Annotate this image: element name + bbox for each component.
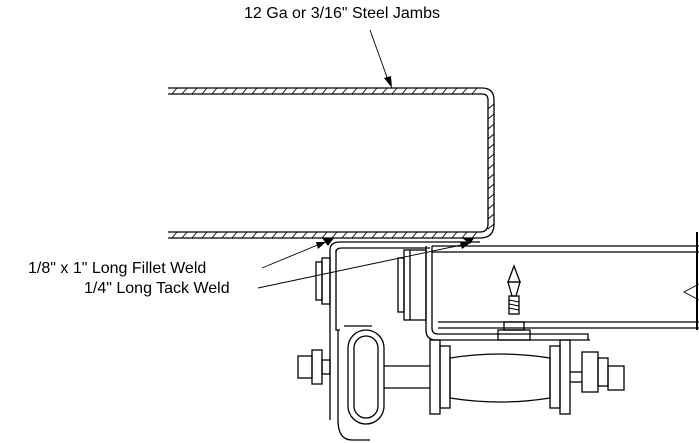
hatch-line <box>421 87 428 95</box>
hatch-line <box>487 113 495 120</box>
hatch-line <box>301 87 308 95</box>
hatch-line <box>451 87 458 95</box>
fillet-weld-mark <box>322 238 334 246</box>
hatch-line <box>321 231 328 239</box>
hatch-line <box>487 143 495 150</box>
steel-jamb <box>168 87 495 239</box>
hatch-line <box>441 87 448 95</box>
hatch-line <box>331 231 338 239</box>
jamb-label: 12 Ga or 3/16" Steel Jambs <box>244 5 441 22</box>
hatch-line <box>311 231 318 239</box>
hatch-line <box>181 231 188 239</box>
hatch-line <box>391 231 398 239</box>
guide-rail <box>397 232 699 341</box>
hatch-line <box>381 231 388 239</box>
hatch-line <box>461 87 468 95</box>
roller-wheel <box>337 325 385 441</box>
hatch-line <box>487 173 495 180</box>
hatch-line <box>487 163 495 170</box>
hatch-line <box>487 223 495 230</box>
hatch-line <box>487 153 495 160</box>
hatch-line <box>421 231 428 239</box>
hatch-line <box>171 87 178 95</box>
hatch-line <box>361 87 368 95</box>
tack-weld-label: 1/4" Long Tack Weld <box>84 280 230 297</box>
hatch-line <box>371 231 378 239</box>
hatch-line <box>241 231 248 239</box>
hatch-line <box>231 231 238 239</box>
hatch-line <box>211 87 218 95</box>
hatch-line <box>271 231 278 239</box>
hatch-line <box>321 87 328 95</box>
weld-leaders <box>257 242 470 289</box>
hatch-line <box>487 203 495 210</box>
hatch-line <box>451 231 458 239</box>
hatch-line <box>487 123 495 130</box>
hatch-line <box>487 213 495 220</box>
hatch-line <box>251 231 258 239</box>
hatch-line <box>391 87 398 95</box>
hatch-line <box>461 231 468 239</box>
hatch-line <box>487 133 495 140</box>
hatch-line <box>191 87 198 95</box>
hatch-line <box>281 87 288 95</box>
hatch-line <box>351 231 358 239</box>
hatch-line <box>381 87 388 95</box>
self-drilling-screw <box>497 264 531 341</box>
hatch-line <box>231 87 238 95</box>
hatch-line <box>221 87 228 95</box>
hatch-line <box>181 87 188 95</box>
hatch-line <box>341 231 348 239</box>
hatch-line <box>241 87 248 95</box>
hatch-line <box>201 87 208 95</box>
hatch-line <box>401 231 408 239</box>
hatch-line <box>361 231 368 239</box>
hatch-line <box>401 87 408 95</box>
hatch-line <box>371 87 378 95</box>
hatch-line <box>171 231 178 239</box>
hatch-line <box>431 231 438 239</box>
hatch-line <box>471 87 478 95</box>
hatch-line <box>411 231 418 239</box>
hatch-line <box>301 231 308 239</box>
hatch-line <box>291 231 298 239</box>
hatch-line <box>411 87 418 95</box>
hatch-line <box>351 87 358 95</box>
hatch-line <box>201 231 208 239</box>
hatch-line <box>211 231 218 239</box>
hatch-line <box>441 231 448 239</box>
hatch-line <box>271 87 278 95</box>
hatch-line <box>281 231 288 239</box>
hatch-line <box>331 87 338 95</box>
hatch-line <box>471 231 478 239</box>
hatch-line <box>341 87 348 95</box>
fillet-weld-label: 1/8" x 1" Long Fillet Weld <box>28 260 207 277</box>
hatch-line <box>311 87 318 95</box>
hatch-line <box>487 103 495 110</box>
axle-assembly <box>297 339 625 415</box>
hatch-line <box>431 87 438 95</box>
mounting-bracket <box>315 241 480 420</box>
jamb-hatching <box>171 87 495 239</box>
hatch-line <box>221 231 228 239</box>
hatch-line <box>251 87 258 95</box>
hatch-line <box>487 193 495 200</box>
hatch-line <box>487 183 495 190</box>
hatch-line <box>191 231 198 239</box>
hatch-line <box>261 231 268 239</box>
hatch-line <box>261 87 268 95</box>
jamb-leader <box>369 29 392 88</box>
hatch-line <box>291 87 298 95</box>
